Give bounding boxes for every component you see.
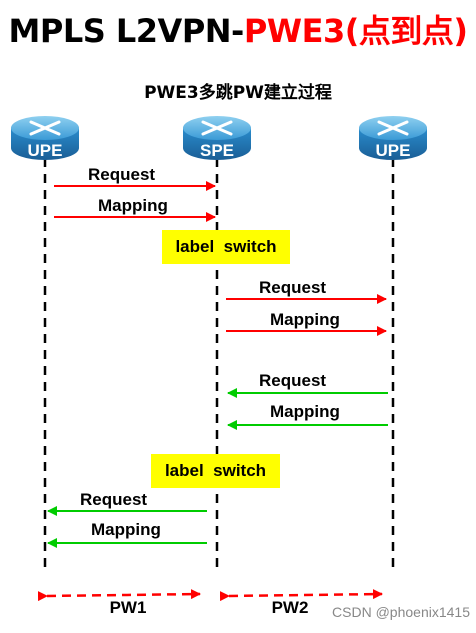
diagram-subtitle: PWE3多跳PW建立过程 — [144, 83, 332, 103]
label-switch-box-1: label switch — [162, 230, 290, 264]
router-icon-middle: SPE — [183, 116, 251, 160]
router-label-left: UPE — [28, 141, 63, 160]
title-part2: PWE3(点到点) — [243, 12, 468, 50]
msg-mapping-2-label: Mapping — [270, 310, 340, 329]
pw2-span-arrow — [219, 589, 383, 602]
pw1-span-arrow — [37, 589, 201, 602]
msg-mapping-1-label: Mapping — [98, 196, 168, 215]
watermark: CSDN @phoenix1415 — [332, 604, 470, 620]
msg-request-4-label: Request — [80, 490, 147, 509]
router-label-right: UPE — [376, 141, 411, 160]
msg-request-2-label: Request — [259, 278, 326, 297]
title-part1: MPLS L2VPN- — [8, 12, 245, 50]
msg-mapping-3-label: Mapping — [270, 402, 340, 421]
router-label-middle: SPE — [200, 141, 234, 160]
router-icon-left: UPE — [11, 116, 79, 160]
router-icon-right: UPE — [359, 116, 427, 160]
msg-request-3-label: Request — [259, 371, 326, 390]
pw1-label: PW1 — [110, 598, 147, 617]
msg-mapping-4-label: Mapping — [91, 520, 161, 539]
pw2-label: PW2 — [272, 598, 309, 617]
page-title: MPLS L2VPN-PWE3(点到点) — [0, 6, 476, 52]
label-switch-box-2: label switch — [151, 454, 280, 488]
msg-request-1-label: Request — [88, 165, 155, 184]
